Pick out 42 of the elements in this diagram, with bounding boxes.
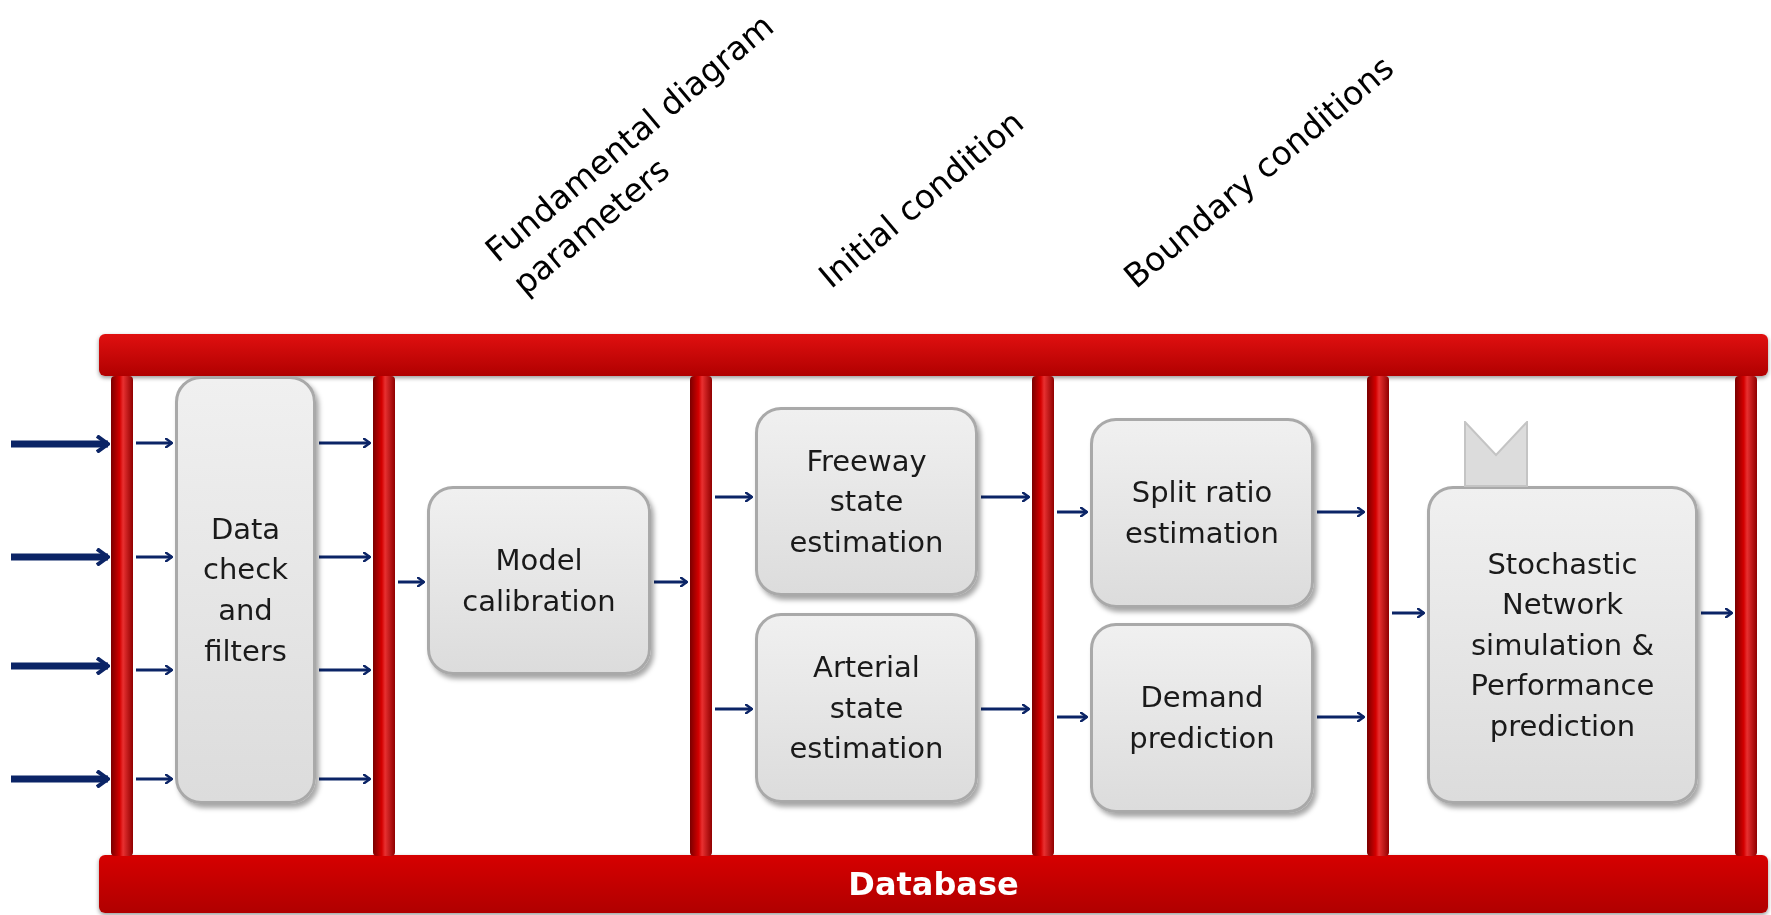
process-box	[175, 376, 316, 804]
process-box	[1090, 623, 1314, 813]
arrow	[981, 490, 1031, 504]
box-label: Data check and filters	[202, 510, 289, 670]
process-box	[755, 613, 978, 803]
database-bar	[99, 855, 1768, 913]
process-box	[1090, 418, 1314, 608]
arrow	[1392, 606, 1426, 620]
frame-post	[1735, 376, 1757, 856]
arrow	[1317, 710, 1366, 724]
arrow	[319, 772, 372, 786]
arrow	[715, 702, 754, 716]
arrow	[1057, 710, 1089, 724]
arrow	[136, 663, 174, 677]
arrow	[1317, 505, 1366, 519]
process-box	[755, 407, 978, 596]
arrow	[136, 772, 174, 786]
box-label: Split ratio estimation	[1124, 474, 1280, 552]
arrow	[654, 575, 689, 589]
box-label: Demand prediction	[1128, 679, 1276, 757]
arrow	[319, 436, 372, 450]
frame-post	[690, 376, 712, 856]
process-box	[1427, 486, 1698, 804]
bar-label: Database	[848, 865, 1019, 903]
arrow	[319, 550, 372, 564]
frame-post	[373, 376, 395, 856]
process-box	[427, 486, 651, 675]
arrow	[136, 550, 174, 564]
arrow	[136, 436, 174, 450]
frame-post	[1032, 376, 1054, 856]
arrow	[398, 575, 426, 589]
box-label: Model calibration	[461, 541, 617, 620]
frame-post	[111, 376, 133, 856]
arrow	[981, 702, 1031, 716]
arrow	[319, 663, 372, 677]
box-label: Freeway state estimation	[788, 442, 945, 561]
arrow	[715, 490, 754, 504]
arrow	[1057, 505, 1089, 519]
arrow	[1701, 606, 1734, 620]
box-label: Arterial state estimation	[788, 649, 945, 768]
box-label: Stochastic Network simulation & Performance prediction	[1469, 545, 1656, 745]
frame-post	[1367, 376, 1389, 856]
